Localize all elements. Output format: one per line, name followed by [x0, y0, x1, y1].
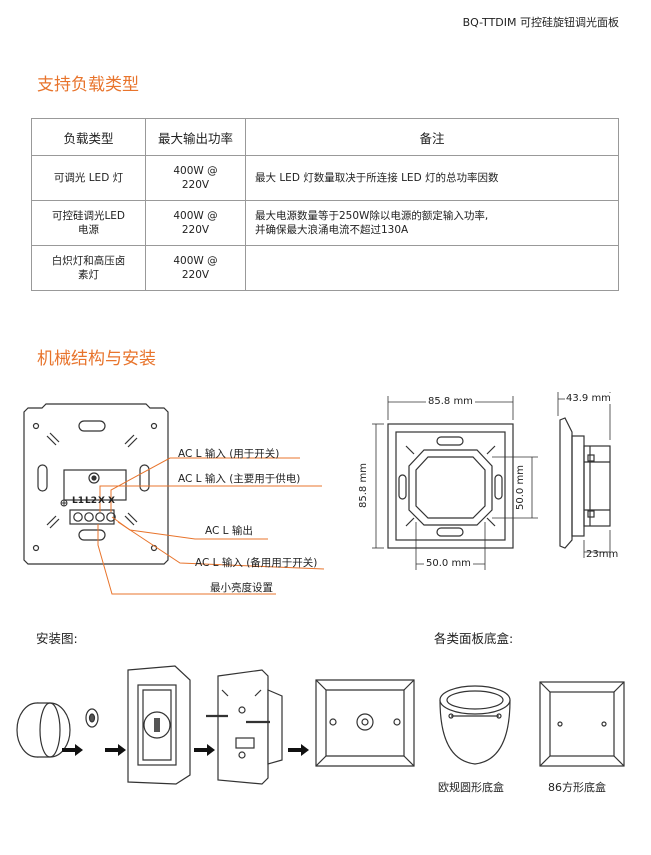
install-diagram-title: 安装图:	[36, 631, 78, 646]
cell-text: 白炽灯和高压卤	[51, 255, 126, 267]
section-title-load-types: 支持负载类型	[37, 75, 139, 95]
table-header-row: 负载类型 最大输出功率 备注	[31, 118, 619, 156]
terminal-label-x2: X	[108, 496, 115, 506]
table-cell-power: 400W @ 220V	[145, 155, 246, 201]
terminal-label-l1: L1	[72, 496, 84, 506]
table-row: 可控硅调光LED 电源 400W @ 220V 最大电源数量等于250W除以电源的额…	[31, 200, 619, 246]
table-row: 白炽灯和高压卤素灯 400W @ 220V	[31, 245, 619, 291]
dim-side-base: 23mm	[586, 549, 619, 560]
section-title-mechanical: 机械结构与安装	[37, 349, 156, 369]
cell-text: 220V	[181, 269, 210, 281]
callout-ac-l-input-power: AC L 输入 (主要用于供电)	[178, 473, 301, 485]
dim-inner-width: 50.0 mm	[424, 558, 473, 569]
callout-min-brightness: 最小亮度设置	[210, 582, 273, 594]
cell-text: 最大 LED 灯数量取决于所连接 LED 灯的总功率因数	[255, 172, 499, 184]
table-cell-type: 可控硅调光LED 电源	[31, 200, 146, 246]
terminal-label-l2: L2	[85, 496, 97, 506]
caption-round-box: 欧规圆形底盒	[438, 781, 504, 794]
load-types-table: 负载类型 最大输出功率 备注 可调光 LED 灯 400W @ 220V 最大 L…	[31, 118, 619, 291]
cell-text: 可控硅调光LED	[51, 210, 126, 222]
terminal-label-x1: X	[98, 496, 105, 506]
cell-text: 并确保最大浪涌电流不超过130A	[255, 224, 409, 236]
cell-text: 220V	[181, 179, 210, 191]
cell-text: 400W @	[173, 210, 218, 222]
table-row: 可调光 LED 灯 400W @ 220V 最大 LED 灯数量取决于所连接 LE…	[31, 155, 619, 201]
boxes-title: 各类面板底盒:	[434, 631, 514, 646]
cell-text: 素灯	[78, 269, 99, 281]
cell-text: 电源	[78, 224, 99, 236]
table-cell-note: 最大电源数量等于250W除以电源的额定输入功率, 并确保最大浪涌电流不超过130A	[245, 200, 619, 246]
table-cell-type: 可调光 LED 灯	[31, 155, 146, 201]
cell-text: 可调光 LED 灯	[53, 172, 124, 184]
callout-ac-l-input-switch: AC L 输入 (用于开关)	[178, 448, 280, 460]
callout-ac-l-input-backup: AC L 输入 (备用用于开关)	[195, 557, 318, 569]
document-header-title: BQ-TTDIM 可控硅旋钮调光面板	[462, 16, 619, 29]
caption-square-box: 86方形底盒	[548, 781, 606, 794]
callout-ac-l-output: AC L 输出	[205, 525, 253, 537]
table-cell-type: 白炽灯和高压卤素灯	[31, 245, 146, 291]
cell-text: 400W @	[173, 165, 218, 177]
table-cell-note: 最大 LED 灯数量取决于所连接 LED 灯的总功率因数	[245, 155, 619, 201]
table-cell-note	[245, 245, 619, 291]
column-header: 负载类型	[31, 118, 146, 156]
dim-front-width: 85.8 mm	[426, 396, 475, 407]
cell-text: 最大电源数量等于250W除以电源的额定输入功率,	[255, 210, 489, 222]
dim-side-depth: 43.9 mm	[565, 393, 612, 404]
cell-text: 220V	[181, 224, 210, 236]
cell-text: 400W @	[173, 255, 218, 267]
table-cell-power: 400W @ 220V	[145, 245, 246, 291]
